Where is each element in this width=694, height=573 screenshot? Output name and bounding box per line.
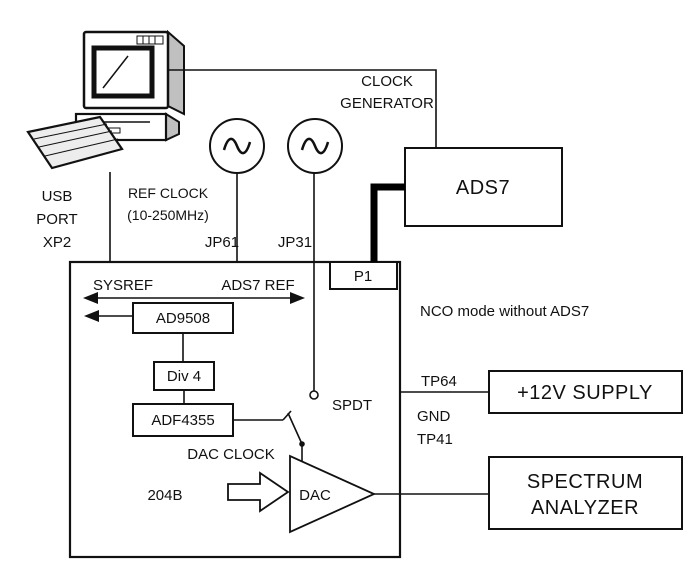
div4-label: Div 4 <box>167 368 201 385</box>
tp41-label: TP41 <box>417 431 453 448</box>
arrowhead-left-icon <box>84 310 99 322</box>
ads7-box <box>404 147 563 227</box>
xp2-label: XP2 <box>43 234 71 251</box>
spectrum-analyzer-box <box>488 456 683 530</box>
ads7-ref-label: ADS7 REF <box>221 277 294 294</box>
monitor-vent <box>136 35 164 45</box>
supply-box <box>488 370 683 414</box>
jp61-label: JP61 <box>205 234 239 251</box>
dac-symbol <box>289 454 377 534</box>
spectrum-analyzer-label-line1: SPECTRUM <box>527 471 643 493</box>
clock-generator-wire <box>168 69 437 148</box>
monitor-side <box>167 29 185 116</box>
ref-clock-source-icon <box>209 118 265 174</box>
jp31-label: JP31 <box>278 234 312 251</box>
arrowhead-right-icon <box>290 292 305 304</box>
usb-label: USB <box>42 188 73 205</box>
dac-label: DAC <box>299 487 331 504</box>
sysref-label: SYSREF <box>93 277 153 294</box>
dac-clock-label: DAC CLOCK <box>187 446 275 463</box>
p1-connector-box <box>329 261 398 290</box>
sine-symbol <box>300 137 330 155</box>
case-side <box>165 112 180 142</box>
sine-symbol <box>222 137 252 155</box>
keyboard <box>26 115 124 170</box>
jp31-clock-source-icon <box>287 118 343 174</box>
computer-icon <box>26 29 185 170</box>
nco-mode-note: NCO mode without ADS7 <box>420 303 589 320</box>
arrowhead-left-icon <box>83 292 98 304</box>
supply-label: +12V SUPPLY <box>517 382 653 404</box>
spectrum-analyzer-label-line2: ANALYZER <box>531 497 639 519</box>
spdt-switch <box>233 390 319 463</box>
adf4355-label: ADF4355 <box>151 412 214 429</box>
clock-generator-label-line1: CLOCK <box>361 73 413 90</box>
switch-open-contact <box>309 390 319 400</box>
ref-clock-label: REF CLOCK <box>128 185 209 201</box>
clock-generator-label-line2: GENERATOR <box>340 95 434 112</box>
switch-lever <box>287 412 303 445</box>
jesd204b-data-arrow <box>227 471 290 513</box>
p1-label: P1 <box>354 268 372 285</box>
jesd204b-label: 204B <box>147 487 182 504</box>
tp64-label: TP64 <box>421 373 457 390</box>
ads7-label: ADS7 <box>456 177 510 199</box>
ad9508-label: AD9508 <box>156 310 210 327</box>
screen-glare <box>102 55 129 89</box>
gnd-label: GND <box>417 408 451 425</box>
spdt-label: SPDT <box>332 397 372 414</box>
port-label: PORT <box>36 211 77 228</box>
monitor-screen <box>91 45 155 99</box>
ads7-p1-cable <box>370 183 405 262</box>
ref-clock-range-label: (10-250MHz) <box>127 207 209 223</box>
